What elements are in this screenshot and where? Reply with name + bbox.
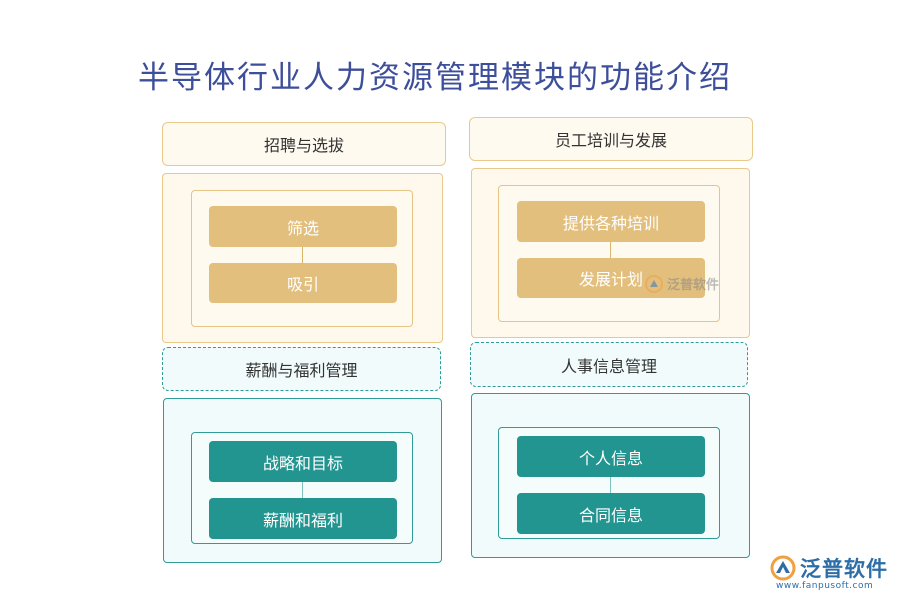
watermark-text: 泛普软件 — [667, 278, 720, 293]
brand-logo: 泛普软件 — [770, 553, 888, 583]
watermark-logo-icon — [645, 274, 663, 293]
page-title: 半导体行业人力资源管理模块的功能介绍 — [138, 60, 732, 96]
compensation-item-strategy: 战略和目标 — [209, 441, 397, 482]
brand-name: 泛普软件 — [800, 557, 888, 581]
brand-logo-icon — [770, 555, 796, 581]
personnel-connector — [610, 477, 611, 493]
training-header: 员工培训与发展 — [469, 117, 753, 161]
compensation-connector — [302, 482, 303, 498]
recruit-item-screening: 筛选 — [209, 206, 397, 247]
recruit-item-attract: 吸引 — [209, 263, 397, 303]
compensation-item-pay: 薪酬和福利 — [209, 498, 397, 539]
training-item-plan: 发展计划 — [517, 258, 705, 298]
recruit-connector — [302, 247, 303, 263]
recruit-header: 招聘与选拔 — [162, 122, 446, 166]
personnel-item-personal: 个人信息 — [517, 436, 705, 477]
training-connector — [610, 242, 611, 258]
personnel-header: 人事信息管理 — [470, 342, 748, 387]
training-item-provide: 提供各种培训 — [517, 201, 705, 242]
brand-url: www.fanpusoft.com — [776, 581, 874, 591]
compensation-header: 薪酬与福利管理 — [162, 347, 441, 391]
personnel-item-contract: 合同信息 — [517, 493, 705, 534]
watermark: 泛普软件 — [645, 274, 719, 293]
